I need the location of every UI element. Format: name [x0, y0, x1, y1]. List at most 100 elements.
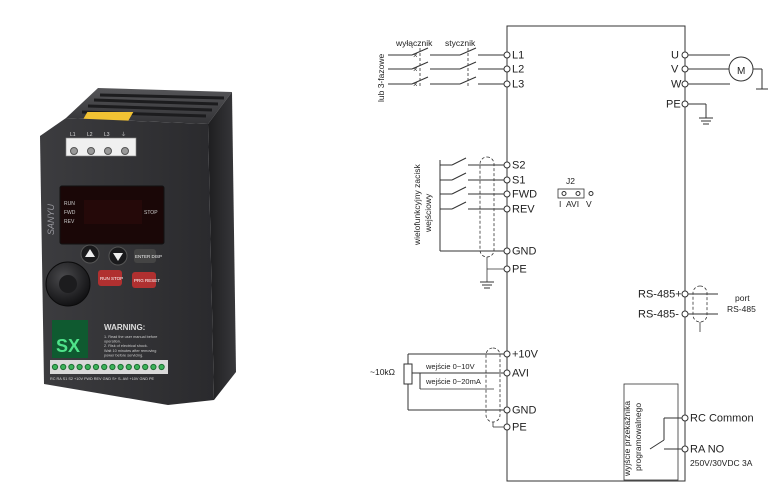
terminal-label: L3	[512, 79, 524, 91]
terminal-screw	[87, 147, 95, 155]
indicator-run: RUN	[64, 201, 75, 207]
multi-input-label-1: wielofunkcyjny zacisk	[412, 163, 422, 246]
inverter-side	[208, 92, 236, 400]
contactor-label: stycznik	[445, 38, 476, 48]
output-pin	[681, 51, 689, 59]
jumper-title: J2	[566, 176, 575, 186]
terminal-label: AVI	[512, 368, 529, 380]
terminal-s1-pin	[503, 176, 511, 184]
supply-lines: ×××	[388, 47, 504, 89]
control-terminal-screw	[133, 363, 141, 371]
warning-line: Wait 10 minutes after removing	[104, 349, 156, 353]
terminal-screws	[70, 147, 129, 155]
warning-line: operation.	[104, 340, 121, 344]
terminal-label: L1	[70, 132, 76, 138]
shield-input	[479, 156, 495, 258]
jumper-pin-2	[575, 191, 581, 196]
terminal-label: PE	[512, 422, 527, 434]
terminal-label: S2	[512, 160, 525, 172]
relay-common-label: RC Common	[690, 413, 754, 425]
run-stop-key[interactable]	[98, 270, 122, 286]
output-pin	[681, 65, 689, 73]
jumper-j2	[557, 188, 585, 199]
control-terminal-strip	[50, 360, 168, 374]
indicator-fwd: FWD	[64, 210, 76, 216]
input-switch	[451, 201, 467, 210]
control-terminal-screw	[68, 363, 75, 371]
control-terminal-screw	[92, 363, 100, 371]
warning-line: 2. Risk of electrical shock.	[104, 344, 148, 348]
input-switches	[439, 156, 504, 289]
breaker-mark: ×	[413, 65, 418, 74]
port-label-2: RS-485	[727, 304, 756, 314]
terminal-gnd-pin	[503, 406, 511, 414]
power-terminal-block	[65, 137, 137, 157]
knob-center	[59, 275, 77, 293]
control-terminal-labels: RC RA S1 S2 +10V FWD REV GND S+ S- AVI +…	[50, 377, 155, 381]
relay-contact	[649, 439, 665, 450]
analog-input	[403, 347, 504, 428]
terminal-label: S1	[512, 175, 525, 187]
control-terminal-screw	[158, 363, 165, 371]
terminal-avi-pin	[503, 369, 511, 377]
terminal-label: L2	[512, 64, 524, 76]
breaker-gap	[412, 51, 430, 59]
terminal-label: ⏚	[121, 131, 126, 138]
jumper-v-label: V	[586, 199, 592, 209]
input-switch	[451, 172, 467, 181]
terminal-screw	[121, 147, 129, 155]
control-terminals	[51, 363, 165, 371]
jumper-pin-1	[561, 191, 567, 196]
input-voltage-label: wejście 0~10V	[425, 362, 475, 371]
warning-line: 1. Read the user manual before	[104, 335, 157, 339]
contactor-gap	[460, 80, 478, 88]
relay-output-label-2: programowalnego	[633, 403, 643, 471]
control-terminal-screw	[76, 363, 83, 371]
jumper-i-label: I	[559, 199, 561, 209]
output-label: V	[671, 64, 679, 76]
model-label: SX	[56, 336, 80, 356]
output-label: W	[671, 79, 682, 91]
potentiometer-label: ~10kΩ	[370, 367, 395, 377]
enter-key[interactable]	[134, 249, 156, 263]
terminal-label: +10V	[512, 349, 539, 361]
terminal-pe-pin	[503, 265, 511, 273]
multi-input-label-2: wejściowy	[423, 193, 433, 233]
terminal-screw	[70, 147, 78, 155]
contactor-contact	[459, 47, 477, 56]
prg-reset-key[interactable]	[132, 272, 156, 288]
breaker-label: wyłącznik	[395, 38, 433, 48]
control-terminal-screw	[142, 363, 149, 371]
terminal-label: REV	[512, 204, 535, 216]
input-switch	[451, 186, 467, 195]
input-current-label: wejście 0~20mA	[425, 377, 481, 386]
terminal-label: FWD	[512, 189, 537, 201]
down-arrow-icon	[113, 253, 123, 261]
control-terminal-screw	[125, 363, 132, 371]
control-terminal-screw	[117, 363, 124, 371]
jumper-pin-3	[588, 191, 594, 196]
pe-output-label: PE	[666, 99, 681, 111]
potentiometer	[403, 363, 413, 385]
terminal-l2-pin	[503, 65, 511, 73]
breaker-mark: ×	[413, 80, 418, 89]
rs485-label: RS-485+	[638, 289, 682, 301]
up-arrow-icon	[85, 249, 95, 257]
warning-lines: 1. Read the user manual beforeoperation.…	[104, 335, 157, 357]
relay-frame	[623, 383, 679, 481]
warning-line: power before servicing.	[104, 353, 143, 357]
model-badge	[52, 320, 88, 358]
jumper-avi-label: AVI	[566, 199, 579, 209]
rs485-pin	[681, 290, 689, 298]
breaker-contact	[411, 47, 429, 56]
control-terminal-screw	[109, 363, 116, 371]
enter-key-label: ENTER DISP	[135, 254, 162, 259]
terminal-screw	[104, 147, 112, 155]
indicator-rev: REV	[64, 219, 75, 225]
port-label-1: port	[735, 293, 750, 303]
control-terminal-screw	[60, 363, 67, 371]
breaker-gap	[412, 80, 430, 88]
